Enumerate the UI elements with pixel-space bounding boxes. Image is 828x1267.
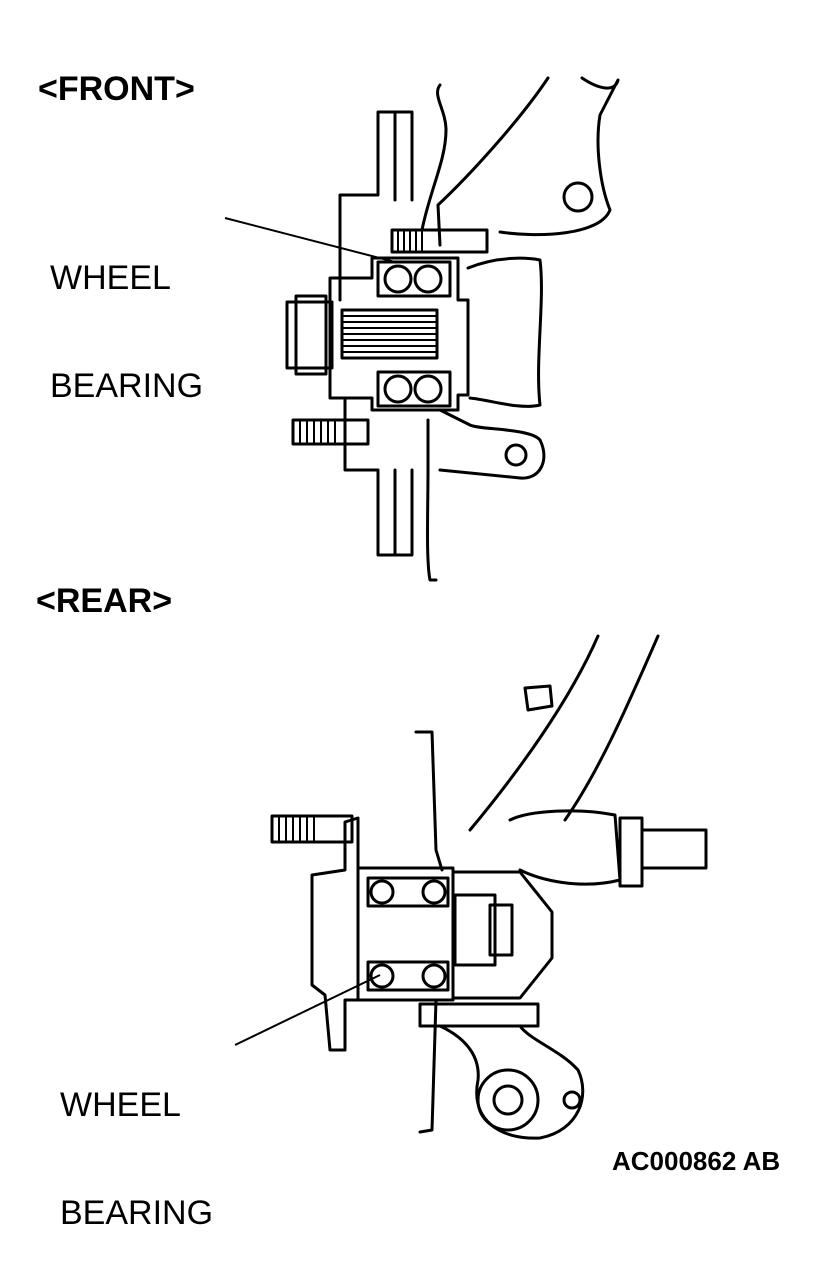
rear-bushing-sleeve	[508, 809, 622, 886]
rear-hub-housing	[310, 816, 360, 1052]
front-spline-teeth	[342, 315, 437, 353]
front-bearing-lower	[376, 370, 452, 408]
front-wheel-bearing-label: WHEEL BEARING	[50, 188, 203, 440]
front-lower-hole	[504, 443, 528, 467]
front-leader-line	[224, 217, 396, 263]
rear-bushing-shaft	[640, 828, 708, 870]
rear-bearing-outer-race	[356, 866, 455, 1002]
rear-lower-bolt-hole	[562, 1090, 582, 1110]
rear-trailing-arm	[468, 634, 660, 832]
front-upper-bolt	[390, 228, 489, 254]
rear-axle-nut	[453, 893, 497, 967]
front-dust-shield	[420, 83, 448, 582]
rear-lower-bushing-outer	[476, 1068, 540, 1132]
front-bearing-upper	[376, 260, 452, 298]
front-knuckle-body	[466, 256, 543, 408]
rear-bushing-nut	[618, 816, 644, 888]
front-label-line1: WHEEL	[50, 259, 171, 297]
rear-lower-arm	[438, 1024, 585, 1140]
front-axle-nut	[285, 300, 334, 370]
rear-hub-cap	[453, 870, 554, 1000]
rear-dust-shield	[414, 730, 444, 1134]
rear-lower-bolt	[418, 1002, 540, 1028]
rear-label-line1: WHEEL	[60, 1086, 181, 1124]
rear-wheel-stud	[270, 814, 354, 844]
front-label-line2: BEARING	[50, 367, 204, 405]
rear-heading: <REAR>	[36, 582, 173, 620]
front-heading: <FRONT>	[38, 70, 195, 108]
rear-lower-bushing-inner	[492, 1084, 524, 1116]
front-knuckle-hole	[562, 181, 594, 213]
rear-hub-assembly	[234, 634, 708, 1140]
rear-label-line2: BEARING	[60, 1194, 214, 1232]
front-hub-assembly	[224, 76, 620, 582]
front-wheel-stud	[291, 418, 370, 446]
rear-bearing-upper	[366, 876, 450, 908]
figure-code: AC000862 AB	[612, 1146, 781, 1176]
front-knuckle-upper	[436, 76, 620, 247]
rear-bearing-lower	[366, 960, 450, 992]
front-hub	[328, 256, 470, 412]
front-brake-disc	[338, 110, 414, 557]
rear-leader-line	[234, 974, 381, 1046]
front-knuckle-lower	[438, 408, 546, 480]
rear-wheel-bearing-label: WHEEL BEARING	[60, 1015, 213, 1267]
rear-arm-bracket	[523, 684, 554, 712]
